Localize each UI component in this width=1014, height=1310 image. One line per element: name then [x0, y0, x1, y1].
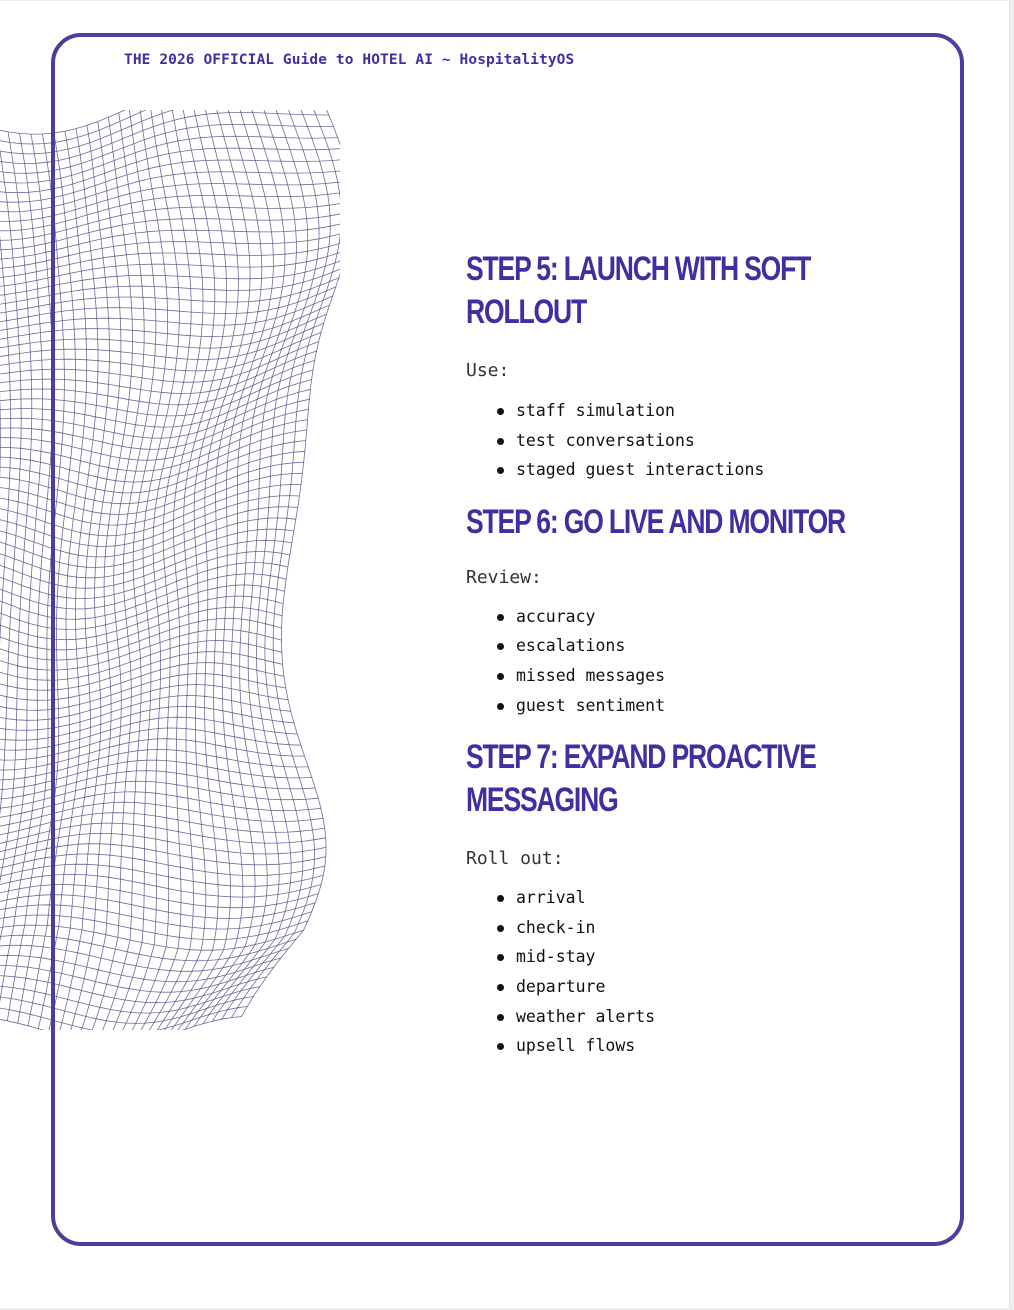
- page-edge-top: [0, 0, 1014, 1]
- list-item: upsell flows: [496, 1031, 886, 1061]
- section-heading: STEP 5: LAUNCH WITH SOFT ROLLOUT: [466, 250, 811, 331]
- list-item: escalations: [496, 631, 886, 661]
- list-item: mid-stay: [496, 942, 886, 972]
- list-item: missed messages: [496, 661, 886, 691]
- list-item: check-in: [496, 913, 886, 943]
- list-item: guest sentiment: [496, 691, 886, 721]
- list-item: weather alerts: [496, 1002, 886, 1032]
- section-step-6: STEP 6: GO LIVE AND MONITOR Review: accu…: [466, 501, 886, 720]
- section-step-7: STEP 7: EXPAND PROACTIVE MESSAGING Roll …: [466, 736, 886, 1061]
- list-item: accuracy: [496, 602, 886, 632]
- section-intro: Roll out:: [466, 848, 564, 870]
- list-item: staff simulation: [496, 396, 886, 426]
- list-item: arrival: [496, 883, 886, 913]
- page-edge-bottom: [0, 1308, 1014, 1310]
- list-item: staged guest interactions: [496, 455, 886, 485]
- section-intro: Review:: [466, 566, 542, 588]
- bullet-list: arrival check-in mid-stay departure weat…: [466, 883, 886, 1061]
- section-intro: Use:: [466, 360, 510, 381]
- page-edge-right: [1009, 0, 1014, 1310]
- bullet-list: staff simulation test conversations stag…: [466, 396, 886, 485]
- running-header: THE 2026 OFFICIAL Guide to HOTEL AI ~ Ho…: [124, 52, 575, 68]
- wireframe-mesh-decoration: [0, 110, 340, 1030]
- section-heading: STEP 6: GO LIVE AND MONITOR: [466, 502, 846, 541]
- list-item: departure: [496, 972, 886, 1002]
- section-step-5: STEP 5: LAUNCH WITH SOFT ROLLOUT Use: st…: [466, 248, 886, 485]
- main-content: STEP 5: LAUNCH WITH SOFT ROLLOUT Use: st…: [466, 248, 886, 1061]
- section-heading: STEP 7: EXPAND PROACTIVE MESSAGING: [466, 738, 817, 820]
- list-item: test conversations: [496, 426, 886, 456]
- page-frame: [51, 33, 964, 1246]
- bullet-list: accuracy escalations missed messages gue…: [466, 602, 886, 720]
